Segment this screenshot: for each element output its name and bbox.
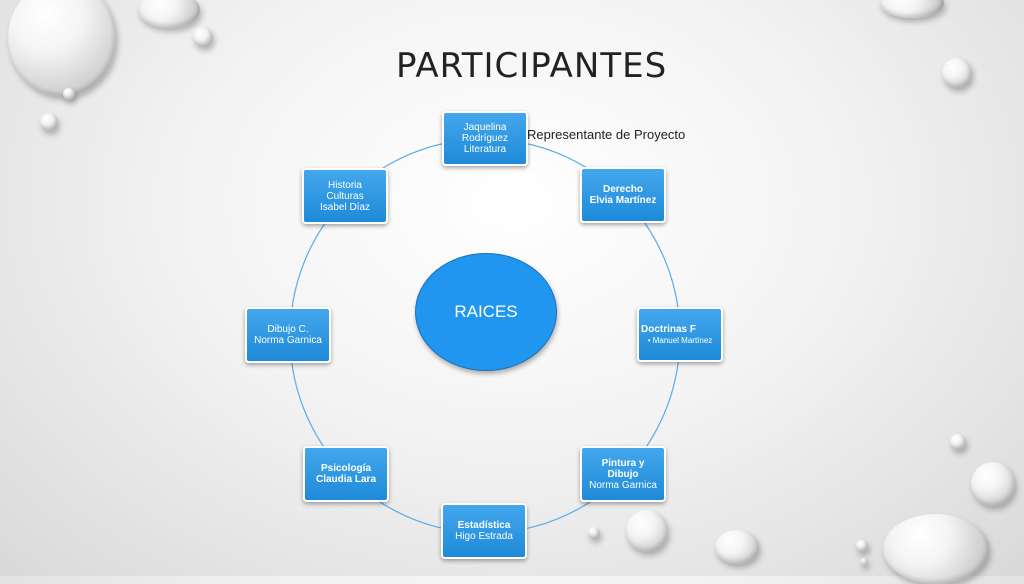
water-drop-decoration bbox=[193, 27, 213, 47]
water-drop-decoration bbox=[40, 113, 58, 131]
water-drop-decoration bbox=[138, 0, 200, 28]
node-text: Dibujo C. bbox=[267, 324, 309, 335]
node-text: Estadística bbox=[457, 520, 511, 531]
node-text: Rodríguez bbox=[461, 133, 509, 144]
water-drop-decoration bbox=[715, 530, 759, 564]
node-dibujo: Dibujo C. Norma Garnica bbox=[245, 307, 331, 363]
node-text: Higo Estrada bbox=[455, 531, 513, 542]
water-drop-decoration bbox=[971, 462, 1015, 506]
water-drop-decoration bbox=[942, 58, 972, 88]
center-label: RAICES bbox=[454, 302, 518, 321]
node-historia: Historia Culturas Isabel Díaz bbox=[302, 168, 388, 224]
center-circle: RAICES bbox=[415, 253, 557, 371]
water-drop-decoration bbox=[63, 88, 75, 100]
node-text: Isabel Díaz bbox=[319, 201, 371, 213]
water-drop-decoration bbox=[880, 0, 944, 18]
node-text: Doctrinas F bbox=[641, 323, 697, 335]
node-text: Norma Garnica bbox=[589, 479, 657, 491]
node-text: Historia bbox=[328, 179, 362, 191]
node-text: Derecho bbox=[602, 184, 643, 195]
node-doctrinas: Doctrinas F • Manuel Martínez bbox=[637, 307, 723, 362]
node-text: Norma Garnica bbox=[254, 335, 322, 346]
node-text: Elvia Martínez bbox=[589, 195, 657, 206]
node-text: Psicología bbox=[320, 463, 371, 474]
water-drop-decoration bbox=[856, 540, 868, 552]
water-drop-decoration bbox=[883, 514, 989, 584]
node-derecho: Derecho Elvia Martínez bbox=[580, 167, 666, 223]
node-pintura: Pintura y Dibujo Norma Garnica bbox=[580, 446, 666, 502]
node-literatura: Jaquelina Rodríguez Literatura bbox=[442, 111, 528, 166]
water-drop-decoration bbox=[626, 510, 668, 552]
slide-title: PARTICIPANTES bbox=[396, 46, 668, 86]
node-text: Dibujo bbox=[607, 468, 639, 480]
water-drop-decoration bbox=[950, 434, 966, 450]
node-text: Literatura bbox=[463, 144, 507, 155]
node-text: • Manuel Martínez bbox=[647, 335, 713, 345]
water-drop-decoration bbox=[8, 0, 116, 96]
water-drop-decoration bbox=[588, 527, 600, 539]
node-text: Claudia Lara bbox=[315, 474, 377, 485]
node-psicologia: Psicología Claudia Lara bbox=[303, 446, 389, 502]
water-drop-decoration bbox=[860, 558, 868, 566]
node-text: Pintura y bbox=[601, 457, 645, 469]
node-text: Culturas bbox=[326, 190, 364, 202]
node-text: Jaquelina bbox=[463, 122, 507, 133]
node-estadistica: Estadística Higo Estrada bbox=[441, 503, 527, 559]
representative-label: Representante de Proyecto bbox=[527, 127, 686, 142]
